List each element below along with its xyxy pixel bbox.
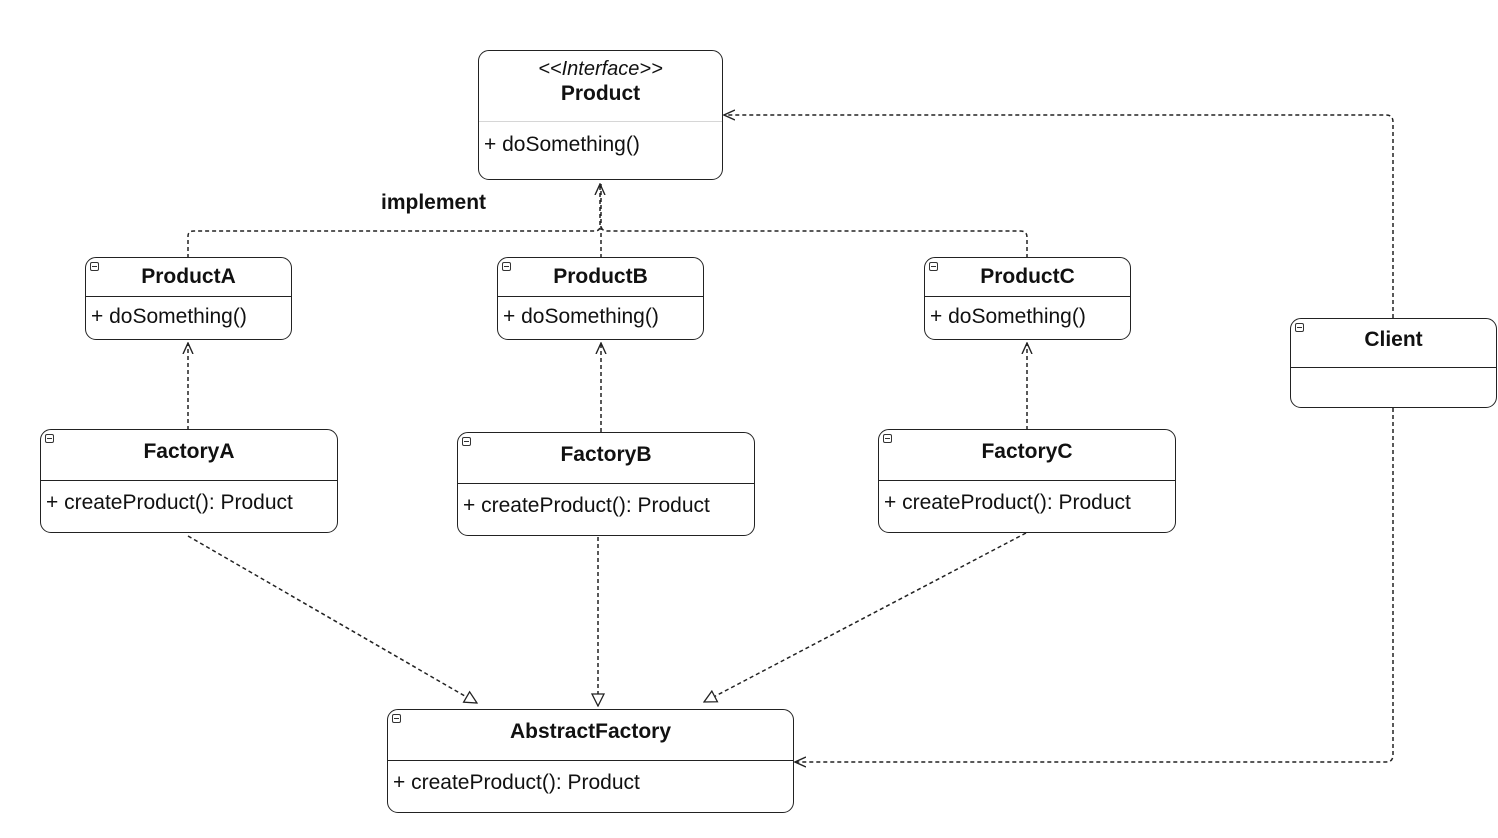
class-method: + createProduct(): Product: [393, 771, 640, 794]
productB-class-box[interactable]: ProductB + doSomething(): [497, 257, 704, 340]
client-class-box[interactable]: Client: [1290, 318, 1497, 408]
realize-factoryC-abstract: [704, 532, 1027, 702]
interface-separator: [479, 121, 722, 122]
factoryC-class-box[interactable]: FactoryC + createProduct(): Product: [878, 429, 1176, 533]
realize-factoryA-abstract: [187, 535, 477, 703]
interface-stereotype: <<Interface>>: [538, 58, 663, 80]
collapse-icon[interactable]: [90, 262, 99, 271]
collapse-icon[interactable]: [929, 262, 938, 271]
class-separator: [925, 296, 1130, 297]
collapse-icon[interactable]: [883, 434, 892, 443]
interface-name: Product: [560, 82, 641, 105]
class-separator: [86, 296, 291, 297]
collapse-icon[interactable]: [502, 262, 511, 271]
productA-class-box[interactable]: ProductA + doSomething(): [85, 257, 292, 340]
class-name: ProductC: [980, 265, 1075, 288]
class-method: + createProduct(): Product: [463, 494, 710, 517]
class-name: Client: [1364, 328, 1423, 351]
class-method: + doSomething(): [91, 305, 247, 328]
implement-line-productA: [187, 184, 600, 258]
class-separator: [1291, 367, 1496, 368]
class-name: ProductA: [141, 265, 236, 288]
factoryA-class-box[interactable]: FactoryA + createProduct(): Product: [40, 429, 338, 533]
implement-label: implement: [381, 191, 487, 214]
factoryB-class-box[interactable]: FactoryB + createProduct(): Product: [457, 432, 755, 536]
class-separator: [879, 480, 1175, 481]
client-to-product-line: [724, 115, 1394, 318]
collapse-icon[interactable]: [462, 437, 471, 446]
implement-line-productC: [600, 224, 1028, 258]
class-separator: [458, 483, 754, 484]
class-method: + createProduct(): Product: [884, 491, 1131, 514]
abstractfactory-class-box[interactable]: AbstractFactory + createProduct(): Produ…: [387, 709, 794, 813]
interface-method: + doSomething(): [484, 133, 640, 156]
product-interface-box[interactable]: <<Interface>> Product + doSomething(): [478, 50, 723, 180]
class-method: + doSomething(): [930, 305, 1086, 328]
class-method: + createProduct(): Product: [46, 491, 293, 514]
productC-class-box[interactable]: ProductC + doSomething(): [924, 257, 1131, 340]
class-name: FactoryB: [560, 443, 652, 466]
collapse-icon[interactable]: [45, 434, 54, 443]
class-name: AbstractFactory: [509, 720, 672, 743]
class-name: FactoryA: [143, 440, 235, 463]
class-name: FactoryC: [981, 440, 1073, 463]
collapse-icon[interactable]: [1295, 323, 1304, 332]
class-name: ProductB: [553, 265, 648, 288]
collapse-icon[interactable]: [392, 714, 401, 723]
class-separator: [498, 296, 703, 297]
class-method: + doSomething(): [503, 305, 659, 328]
client-to-abstractfactory-line: [795, 408, 1394, 762]
class-separator: [41, 480, 337, 481]
class-separator: [388, 760, 793, 761]
